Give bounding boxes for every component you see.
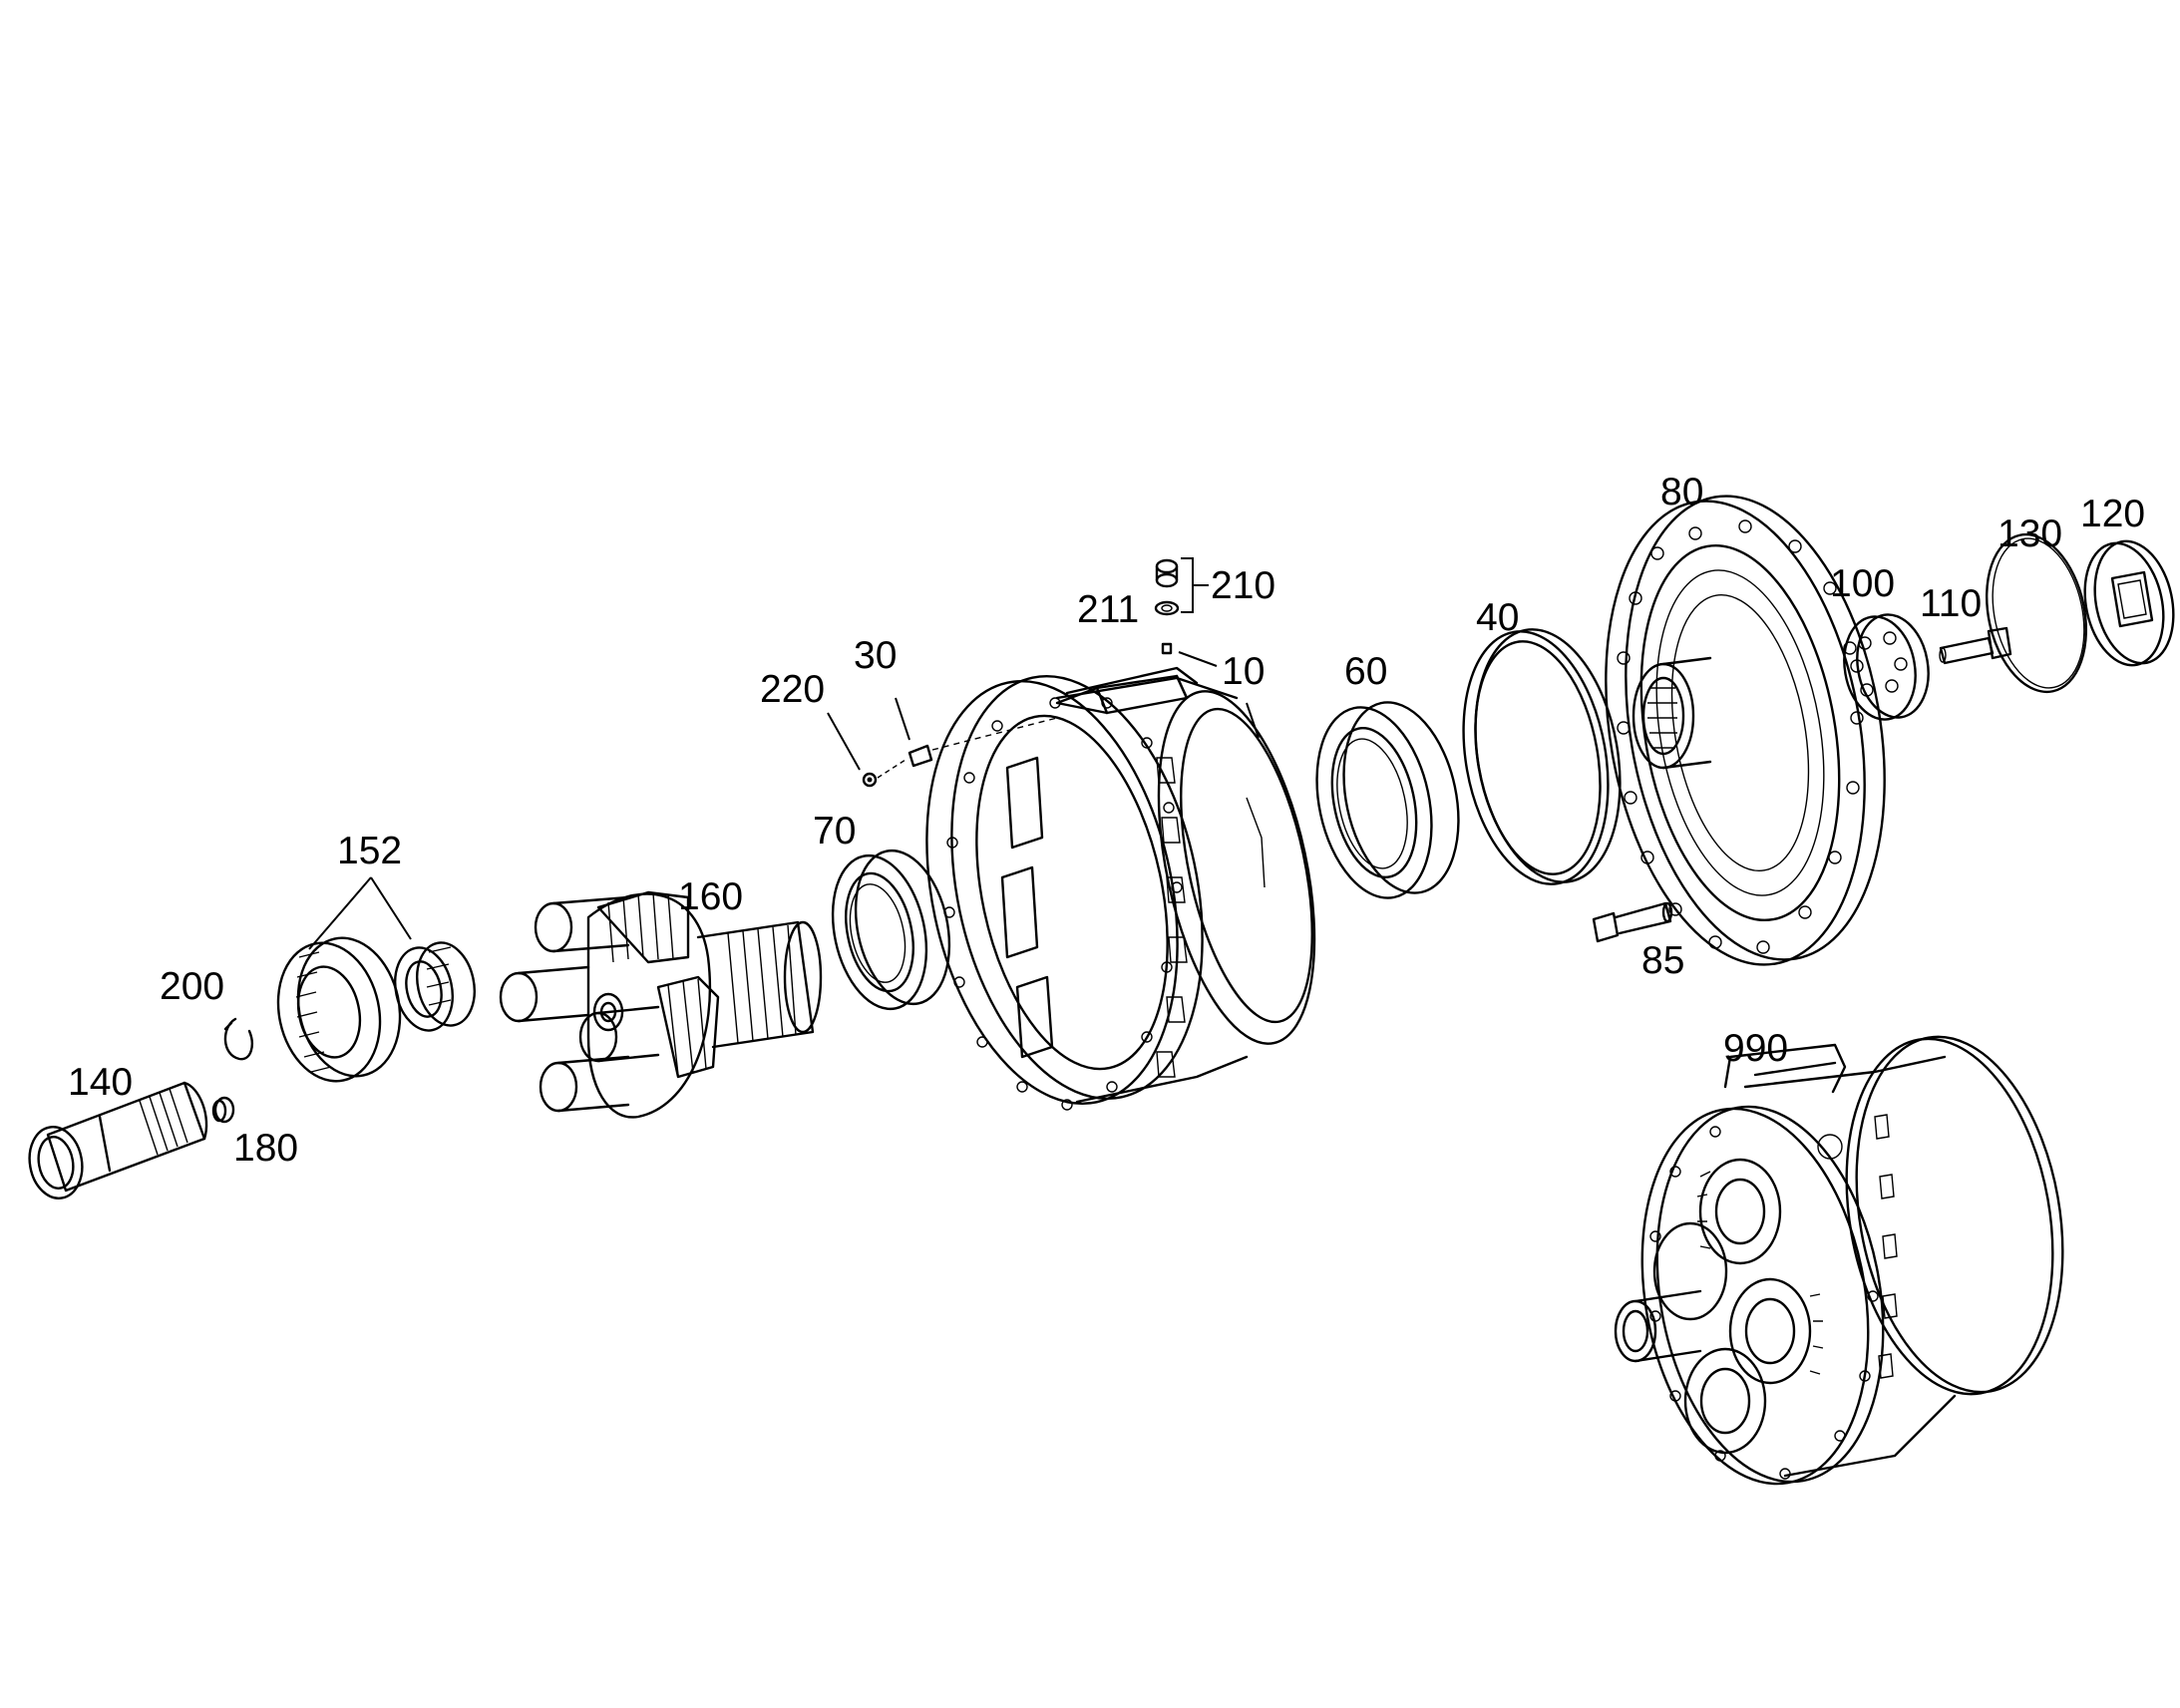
label-120: 120 (2080, 493, 2145, 535)
part-140-sleeve[interactable] (24, 1081, 208, 1202)
part-60-bearing[interactable] (1300, 692, 1475, 909)
part-152-gear-large[interactable] (266, 928, 413, 1091)
part-120-cover[interactable] (2074, 533, 2180, 672)
part-10-leader (1178, 651, 1260, 739)
label-110: 110 (1920, 582, 1982, 625)
label-30: 30 (854, 634, 897, 677)
part-220-pin[interactable] (862, 772, 878, 788)
label-211: 211 (1077, 588, 1139, 631)
leader-lines (827, 697, 910, 771)
part-85-bolt[interactable] (1592, 901, 1673, 943)
label-80: 80 (1660, 471, 1703, 513)
label-40: 40 (1476, 596, 1519, 639)
part-152-leader (308, 876, 412, 950)
part-100-disc[interactable] (1837, 609, 1937, 726)
part-30-screw[interactable] (877, 717, 1058, 779)
label-990: 990 (1723, 1027, 1788, 1070)
part-10-small-plug[interactable] (1161, 642, 1173, 655)
part-40-seal-ring[interactable] (1445, 618, 1638, 895)
part-10-housing[interactable] (891, 653, 1342, 1128)
part-80-hub[interactable] (1572, 476, 1919, 985)
label-140: 140 (68, 1061, 133, 1104)
part-990-assembly[interactable] (1614, 1020, 2089, 1502)
label-100: 100 (1830, 562, 1895, 605)
part-211-washer[interactable] (1154, 600, 1180, 616)
label-130: 130 (1998, 512, 2062, 555)
label-180: 180 (233, 1127, 298, 1170)
part-70-bearing[interactable] (820, 842, 962, 1017)
label-10: 10 (1222, 650, 1265, 693)
part-210-vent-plug[interactable] (1155, 558, 1179, 588)
label-200: 200 (160, 965, 224, 1008)
label-152: 152 (337, 830, 402, 872)
label-220: 220 (760, 668, 825, 711)
label-160: 160 (678, 875, 743, 918)
part-110-bolt[interactable] (1939, 626, 2012, 665)
part-180-plug[interactable] (211, 1096, 235, 1124)
part-130-o-ring[interactable] (1973, 525, 2099, 701)
part-160-planet-carrier[interactable] (499, 890, 823, 1119)
label-85: 85 (1641, 939, 1684, 982)
part-200-circlip[interactable] (223, 1017, 253, 1061)
part-152-gear-small[interactable] (388, 937, 482, 1036)
label-70: 70 (813, 810, 856, 853)
part-210-bracket (1181, 557, 1209, 613)
label-210: 210 (1211, 564, 1275, 607)
label-60: 60 (1344, 650, 1387, 693)
